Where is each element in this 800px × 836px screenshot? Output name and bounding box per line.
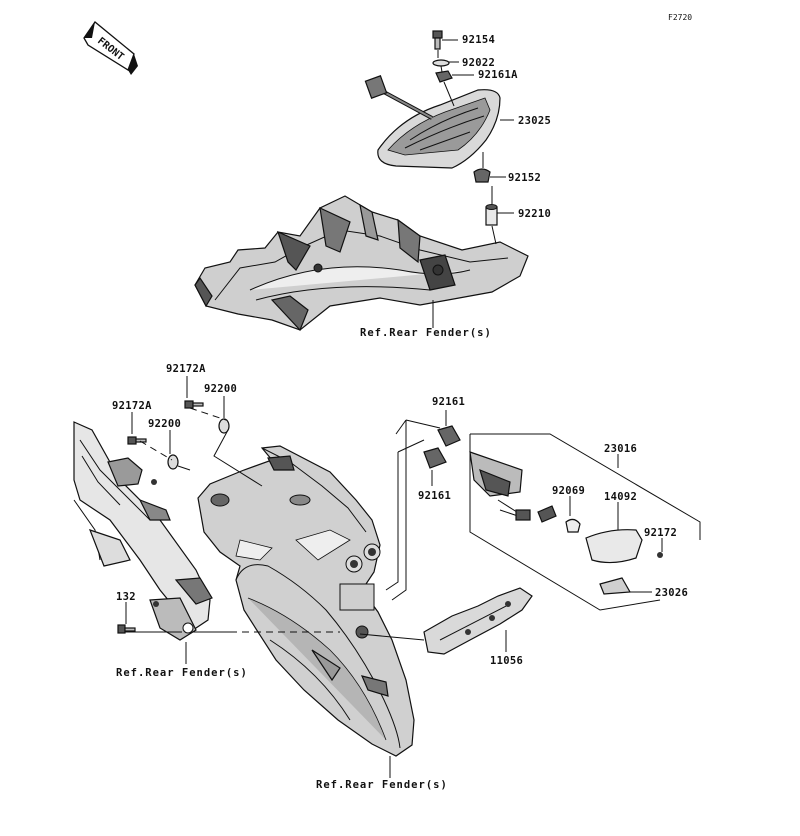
label-92161-top: 92161 xyxy=(432,396,465,408)
label-92161a: 92161A xyxy=(478,69,518,81)
tail-light-assembly xyxy=(364,75,501,169)
ref-rear-fender-top: Ref.Rear Fender(s) xyxy=(360,327,492,339)
ref-rear-fender-left: Ref.Rear Fender(s) xyxy=(116,667,248,679)
bottom-leader-lines xyxy=(125,376,663,778)
label-92172a-left: 92172A xyxy=(112,400,152,412)
license-bracket xyxy=(423,587,533,655)
ref-rear-fender-bottom: Ref.Rear Fender(s) xyxy=(316,779,448,791)
top-leader-lines xyxy=(432,39,514,328)
label-92172: 92172 xyxy=(644,527,677,539)
tail-light-fasteners xyxy=(432,30,453,83)
tail-light-collars xyxy=(473,168,498,226)
label-92200-left: 92200 xyxy=(148,418,181,430)
fender-bolts xyxy=(117,400,230,634)
label-11056: 11056 xyxy=(490,655,523,667)
label-92161-bottom: 92161 xyxy=(418,490,451,502)
label-92210: 92210 xyxy=(518,208,551,220)
label-92152: 92152 xyxy=(508,172,541,184)
label-92069: 92069 xyxy=(552,485,585,497)
label-92154: 92154 xyxy=(462,34,495,46)
figure-code: F2720 xyxy=(668,13,692,22)
label-132: 132 xyxy=(116,591,136,603)
label-92022: 92022 xyxy=(462,57,495,69)
label-92172a-top: 92172A xyxy=(166,363,206,375)
label-14092: 14092 xyxy=(604,491,637,503)
label-23025: 23025 xyxy=(518,115,551,127)
assembly-frame-lines xyxy=(385,419,701,611)
label-23026: 23026 xyxy=(655,587,688,599)
rear-fender-cover xyxy=(194,195,529,332)
rear-frame xyxy=(73,421,213,641)
front-arrow-icon: FRONT xyxy=(83,21,138,75)
label-23016: 23016 xyxy=(604,443,637,455)
label-92200-top: 92200 xyxy=(204,383,237,395)
rear-fender xyxy=(197,445,415,757)
